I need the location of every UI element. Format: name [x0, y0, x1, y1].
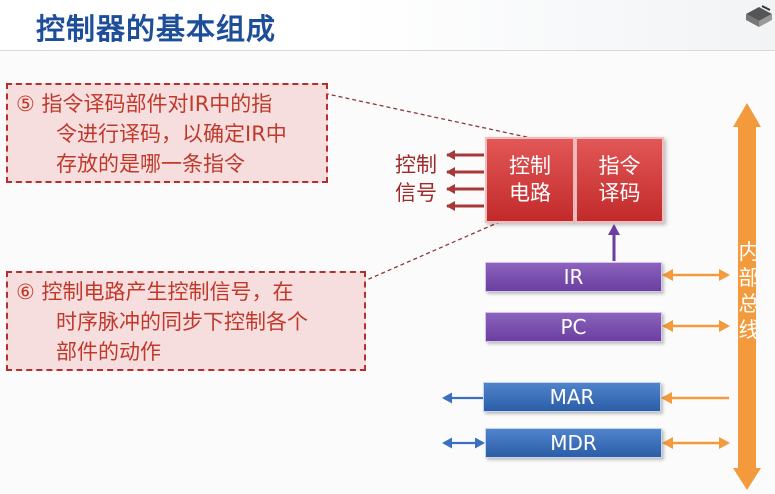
control-signal-label-line-2: 信号 — [395, 181, 437, 205]
note-decode-line-1: ⑤ 指令译码部件对IR中的指 — [16, 92, 273, 116]
instruction-decode-line-2: 译码 — [598, 181, 641, 205]
page-title: 控制器的基本组成 — [36, 12, 277, 46]
note-control-line-3: 部件的动作 — [56, 340, 161, 364]
note-decode: ⑤ 指令译码部件对IR中的指 令进行译码，以确定IR中 存放的是哪一条指令 — [6, 83, 328, 183]
internal-bus-label: 内 部 总 线 — [734, 239, 764, 343]
control-signal-label: 控制 信号 — [395, 151, 437, 207]
pc-register: PC — [485, 312, 662, 342]
note6-leader-line — [361, 219, 505, 283]
note5-leader-line — [317, 91, 597, 153]
note-control-line-2: 时序脉冲的同步下控制各个 — [56, 310, 308, 334]
note-control-line-1: ⑥ 控制电路产生控制信号，在 — [16, 280, 294, 304]
control-circuit-line-1: 控制 — [509, 154, 551, 178]
note-decode-line-2: 令进行译码，以确定IR中 — [56, 122, 287, 146]
control-circuit-block: 控制 电路 — [485, 137, 575, 223]
note-control: ⑥ 控制电路产生控制信号，在 时序脉冲的同步下控制各个 部件的动作 — [6, 271, 366, 371]
control-circuit-line-2: 电路 — [509, 181, 551, 205]
internal-bus-char-3: 总 — [738, 292, 760, 316]
header-bar: 控制器的基本组成 — [0, 0, 775, 51]
internal-bus — [733, 103, 761, 490]
control-signal-arrows — [446, 150, 484, 211]
control-signal-label-line-1: 控制 — [395, 153, 437, 177]
ir-register: IR — [485, 262, 662, 292]
mdr-register: MDR — [485, 428, 662, 458]
note-decode-line-3: 存放的是哪一条指令 — [56, 152, 245, 176]
logo-icon — [746, 5, 772, 27]
internal-bus-char-4: 线 — [738, 318, 760, 342]
internal-bus-char-1: 内 — [738, 240, 760, 264]
instruction-decode-block: 指令 译码 — [575, 137, 664, 223]
internal-bus-char-2: 部 — [738, 266, 760, 290]
mar-register: MAR — [483, 382, 661, 412]
instruction-decode-line-1: 指令 — [598, 154, 641, 178]
